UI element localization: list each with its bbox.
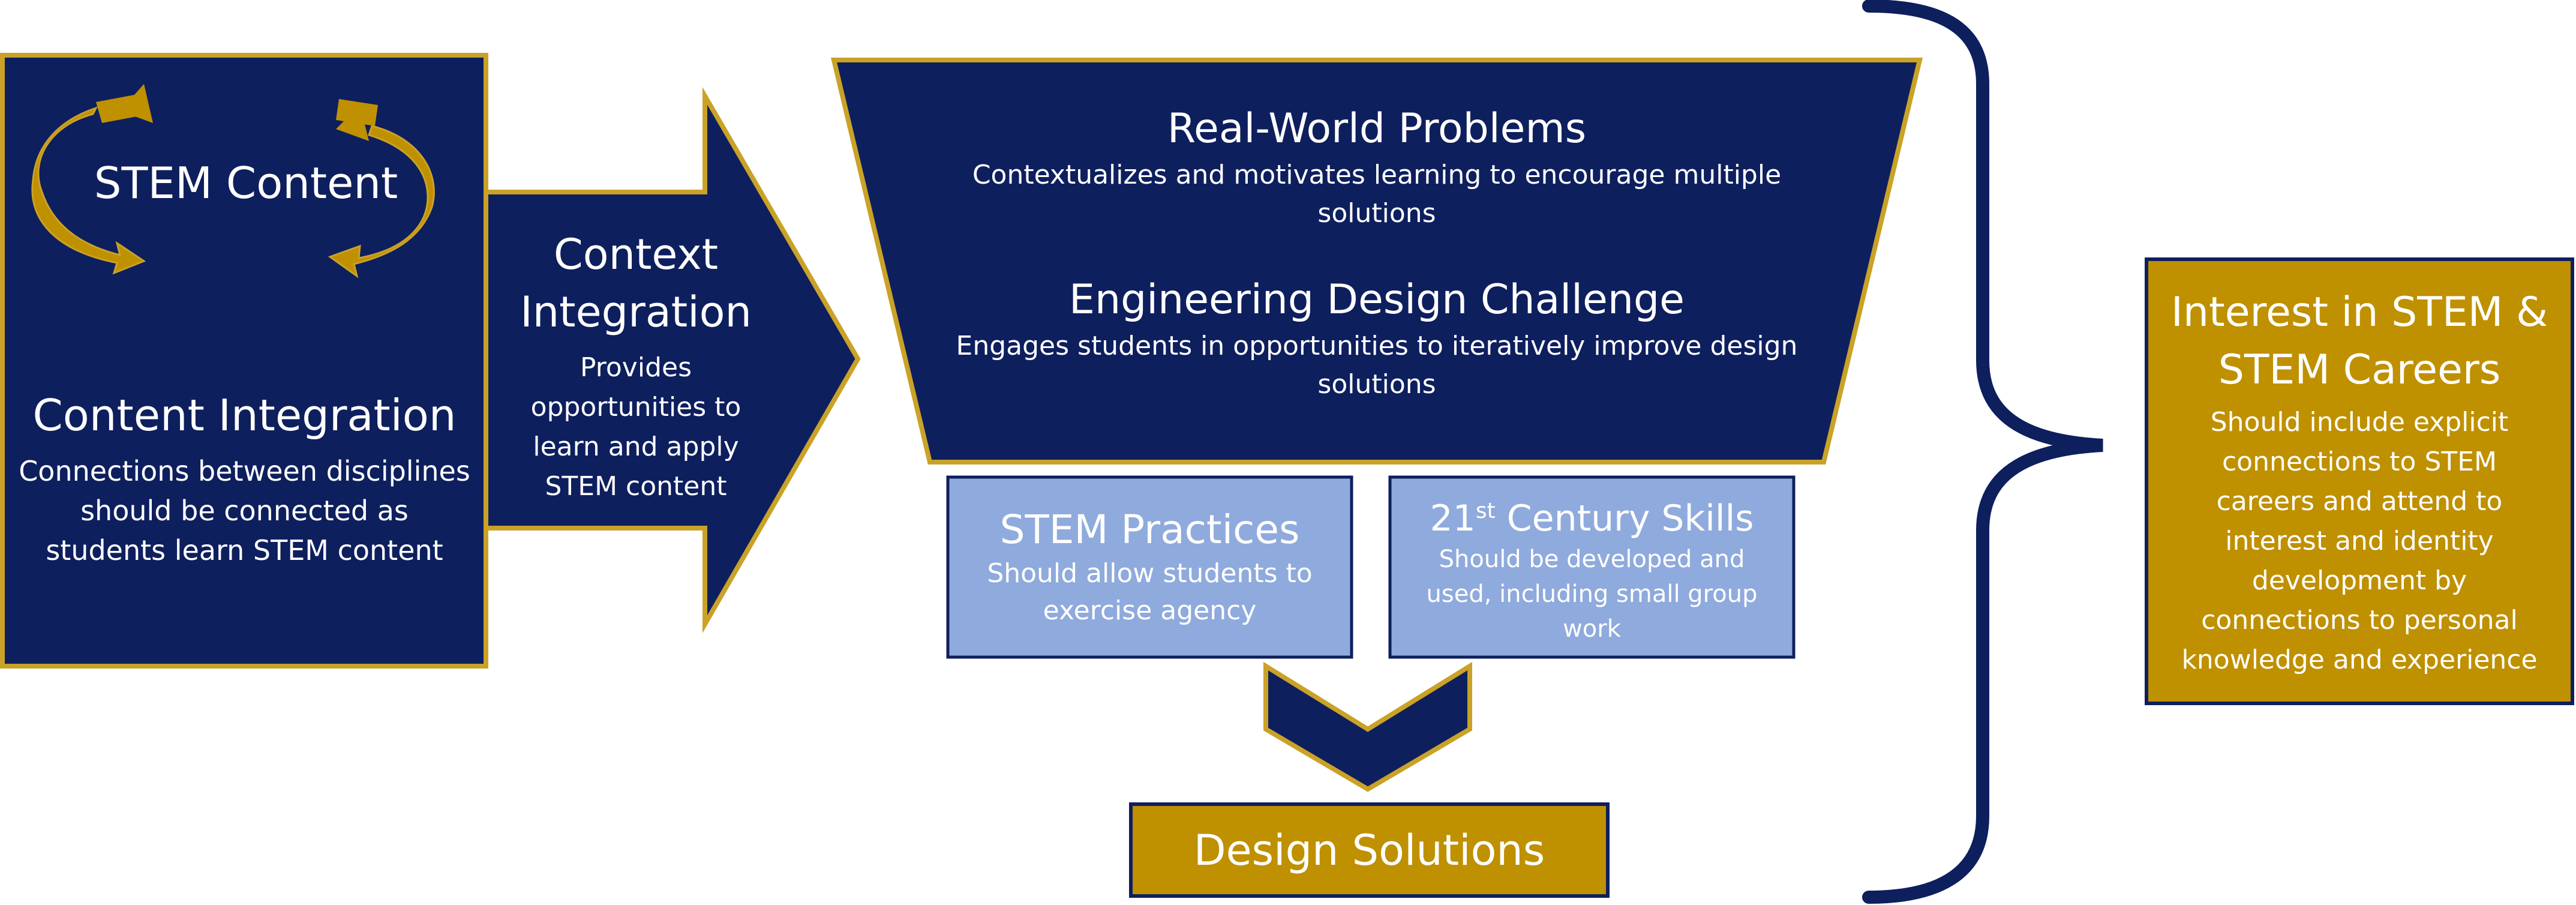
design-solutions-text-block: Design Solutions (1134, 807, 1605, 893)
content-integration-description: Connections between disciplines should b… (19, 455, 470, 567)
interest-box (2145, 257, 2574, 705)
century-skills-box (1388, 475, 1796, 659)
century-skills-title: 21st Century Skills (1430, 488, 1754, 542)
design-solutions-title: Design Solutions (1193, 825, 1545, 875)
problems-funnel-shape (830, 58, 1923, 465)
stem-practices-text-block: STEM Practices Should allow students to … (951, 480, 1349, 654)
chevron-down-icon (1263, 661, 1472, 792)
content-integration-box (0, 53, 488, 669)
cycle-arrows-icon (31, 84, 435, 278)
context-integration-text-block: Context Integration Provides opportuniti… (510, 222, 762, 510)
real-world-problems-block: Real-World Problems Contextualizes and m… (936, 102, 1818, 252)
stem-practices-box (946, 475, 1353, 659)
century-skills-title-rest: Century Skills (1506, 498, 1754, 540)
curly-brace-icon (1862, 0, 2103, 904)
real-world-problems-description: Contextualizes and motivates learning to… (972, 160, 1782, 229)
content-integration-text-block: Content Integration Connections between … (12, 384, 477, 576)
century-skills-superscript: st (1475, 499, 1496, 523)
engineering-design-challenge-description: Engages students in opportunities to ite… (956, 331, 1798, 400)
real-world-problems-title: Real-World Problems (1167, 105, 1587, 152)
design-solutions-box (1129, 802, 1610, 898)
stem-content-text: STEM Content (94, 158, 398, 208)
interest-description: Should include explicit connections to S… (2181, 406, 2538, 675)
century-skills-number: 21 (1430, 498, 1476, 540)
context-integration-title-line2: Integration (520, 287, 752, 337)
stem-content-label: STEM Content (66, 144, 426, 222)
century-skills-description: Should be developed and used, including … (1426, 546, 1758, 643)
interest-title: Interest in STEM & STEM Careers (2170, 288, 2548, 394)
stem-practices-description: Should allow students to exercise agency (987, 558, 1313, 626)
context-integration-description: Provides opportunities to learn and appl… (530, 352, 741, 502)
interest-text-block: Interest in STEM & STEM Careers Should i… (2151, 264, 2568, 699)
century-skills-text-block: 21st Century Skills Should be developed … (1393, 480, 1791, 654)
context-integration-arrow (466, 87, 861, 633)
content-integration-title: Content Integration (32, 390, 457, 440)
context-integration-title-line1: Context (553, 230, 719, 279)
engineering-design-challenge-title: Engineering Design Challenge (1069, 276, 1685, 323)
stem-practices-title: STEM Practices (999, 507, 1300, 553)
engineering-design-challenge-block: Engineering Design Challenge Engages stu… (936, 273, 1818, 423)
